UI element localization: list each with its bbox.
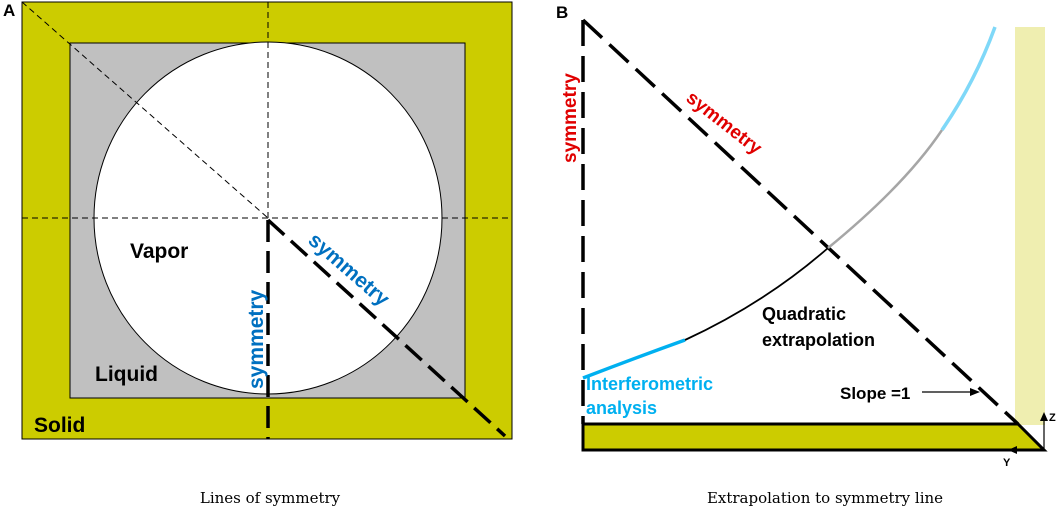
interferometric-curve-segment [582, 338, 686, 380]
slope-label: Slope =1 [840, 384, 910, 403]
diagonal-symmetry-line-b [581, 18, 1020, 426]
panel-a-letter: A [3, 1, 15, 20]
z-axis-arrowhead [1040, 412, 1048, 421]
quadratic-label-line-2: extrapolation [762, 330, 875, 350]
substrate-region [581, 422, 1048, 452]
quadratic-extrapolation-curve [684, 247, 829, 341]
interferometric-label-line-2: analysis [586, 398, 657, 418]
solid-label: Solid [34, 414, 85, 437]
gray-curve-segment [827, 129, 944, 249]
panel-a-caption: Lines of symmetry [200, 489, 341, 507]
panel-b-caption: Extrapolation to symmetry line [707, 489, 943, 507]
z-axis-label: Z [1049, 412, 1056, 424]
quadratic-label-line-1: Quadratic [762, 304, 846, 324]
liquid-label: Liquid [95, 363, 158, 386]
diagonal-symmetry-line [266, 218, 507, 438]
symmetry-vertical-label-a: symmetry [245, 289, 268, 389]
panel-a: A Vapor Liquid Solid symmetry symmetry L… [3, 1, 513, 507]
diagonal-guide-line [21, 1, 269, 219]
interferometric-label-line-1: Interferometric [586, 374, 713, 394]
light-blue-curve-segment [940, 26, 997, 131]
panel-b: B symmetry symmetry Quadratic extrapolat… [556, 3, 1056, 507]
slope-arrow-head [970, 388, 980, 396]
y-axis-arrowhead [1008, 446, 1017, 454]
panel-b-letter: B [556, 3, 568, 22]
symmetry-vertical-label-b: symmetry [560, 73, 581, 163]
vapor-label: Vapor [130, 240, 188, 263]
y-axis-label: Y [1003, 457, 1011, 469]
wall-region [1015, 27, 1045, 425]
